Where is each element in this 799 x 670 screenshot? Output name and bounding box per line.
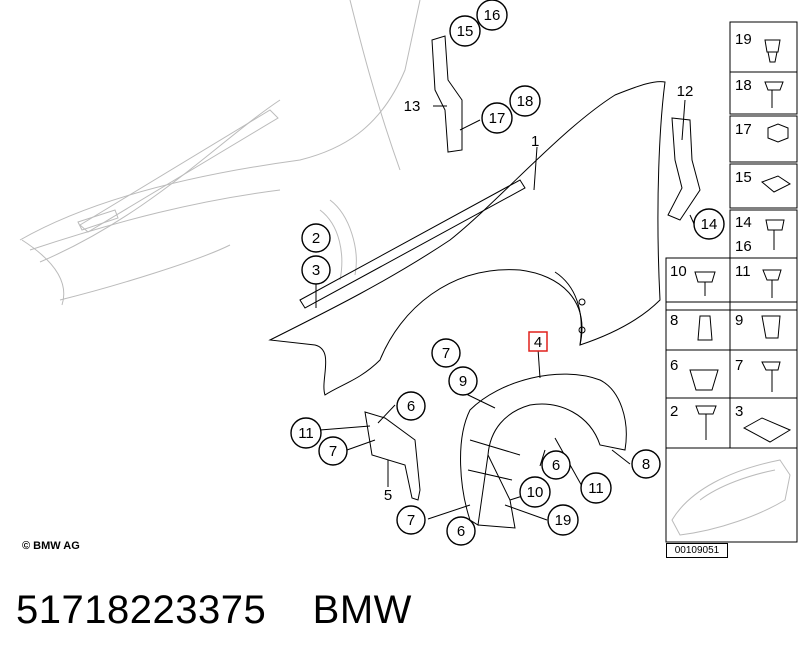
fender: [268, 81, 666, 396]
callout-18: 18: [517, 93, 534, 110]
callout-11b: 11: [588, 480, 604, 497]
mud-flap-5: [364, 411, 421, 501]
wheel-arch-liner: [460, 373, 627, 529]
callout-5: 5: [384, 487, 392, 504]
fastener-legend: 19 18 17 15 14 16 10 11 8 9 6 7 2 3: [665, 21, 798, 543]
callout-6a: 6: [407, 398, 415, 415]
svg-text:6: 6: [670, 357, 678, 374]
callout-11a: 11: [298, 425, 314, 442]
callout-6c: 6: [457, 523, 465, 540]
callout-14: 14: [701, 216, 718, 233]
svg-text:17: 17: [735, 121, 752, 138]
svg-text:19: 19: [735, 31, 752, 48]
callout-13: 13: [404, 98, 421, 115]
leader-lines: [315, 99, 696, 521]
svg-text:2: 2: [670, 403, 678, 420]
callout-3: 3: [312, 262, 320, 279]
callout-8: 8: [642, 456, 650, 473]
svg-text:16: 16: [735, 238, 752, 255]
callout-12: 12: [677, 83, 694, 100]
svg-text:9: 9: [735, 312, 743, 329]
callout-7a: 7: [442, 345, 450, 362]
svg-text:7: 7: [735, 357, 743, 374]
callout-7b: 7: [329, 443, 337, 460]
callout-1: 1: [531, 133, 539, 150]
callout-9: 9: [459, 373, 467, 390]
bracket-13: [431, 35, 463, 153]
svg-text:15: 15: [735, 169, 752, 186]
callout-16: 16: [484, 7, 501, 24]
callout-2: 2: [312, 230, 320, 247]
bracket-12: [667, 117, 701, 221]
callouts: 1 2 3 4 5 6 6 6 7 7 7 8 9 10 11 11 12 13…: [290, 0, 725, 546]
car-body-outline: [19, 0, 421, 306]
part-number: 51718223375: [16, 588, 267, 632]
svg-text:18: 18: [735, 77, 752, 94]
callout-19: 19: [555, 512, 572, 529]
svg-text:8: 8: [670, 312, 678, 329]
svg-text:14: 14: [735, 214, 752, 231]
callout-4: 4: [534, 334, 542, 351]
copyright-text: © BMW AG: [22, 540, 80, 552]
callout-7c: 7: [407, 512, 415, 529]
svg-text:10: 10: [670, 263, 687, 280]
callout-15: 15: [457, 23, 474, 40]
svg-text:3: 3: [735, 403, 743, 420]
brand-name: BMW: [312, 588, 412, 632]
footer-caption: 51718223375 BMW: [16, 588, 412, 633]
reference-number: 00109051: [666, 543, 728, 558]
callout-17: 17: [489, 110, 506, 127]
callout-10: 10: [527, 484, 544, 501]
callout-6b: 6: [552, 457, 560, 474]
svg-text:11: 11: [735, 263, 751, 280]
